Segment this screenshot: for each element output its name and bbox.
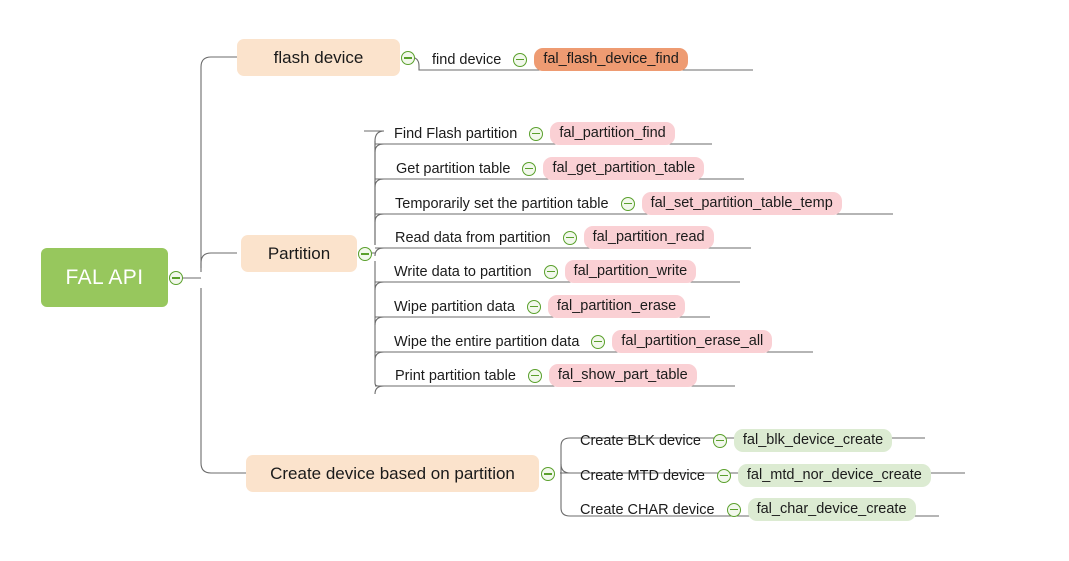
leaf-partition-erase-all-tag[interactable]: fal_partition_erase_all (612, 330, 773, 353)
leaf-partition-find-label: Find Flash partition (394, 125, 518, 142)
collapse-minus-icon-partition-erase[interactable] (526, 299, 541, 314)
leaf-char-device-create-tag[interactable]: fal_char_device_create (747, 498, 916, 521)
leaf-get-partition-table-tag[interactable]: fal_get_partition_table (543, 157, 705, 180)
collapse-minus-icon-char-device-create[interactable] (726, 502, 741, 517)
branch-node-create-device-label: Create device based on partition (270, 463, 515, 483)
leaf-show-part-table-tag[interactable]: fal_show_part_table (548, 364, 697, 387)
branch-node-flash-device[interactable]: flash device (237, 39, 400, 76)
leaf-show-part-table-label: Print partition table (395, 367, 516, 384)
root-node-label: FAL API (65, 265, 144, 289)
leaf-partition-write[interactable]: Write data to partition fal_partition_wr… (394, 260, 697, 283)
edge-root-to-partition (200, 252, 237, 272)
collapse-minus-icon-partition[interactable] (358, 247, 372, 261)
edge-partition-elbow-1 (374, 143, 385, 153)
leaf-partition-erase-tag[interactable]: fal_partition_erase (547, 295, 686, 318)
leaf-find-device-label: find device (432, 51, 502, 68)
edge-partition-elbow-8 (374, 385, 385, 395)
branch-node-partition-label: Partition (267, 243, 331, 263)
branch-node-flash-device-label: flash device (273, 47, 364, 67)
leaf-partition-erase-label: Wipe partition data (394, 298, 515, 315)
leaf-char-device-create[interactable]: Create CHAR device fal_char_device_creat… (580, 498, 916, 521)
leaf-mtd-nor-device-create-tag[interactable]: fal_mtd_nor_device_create (737, 464, 931, 487)
collapse-minus-icon-partition-find[interactable] (529, 126, 544, 141)
leaf-get-partition-table-label: Get partition table (396, 160, 511, 177)
edge-partition-elbow-6 (374, 316, 385, 326)
leaf-partition-read-tag[interactable]: fal_partition_read (583, 226, 714, 249)
collapse-minus-icon-blk-device-create[interactable] (712, 433, 727, 448)
leaf-partition-read-label: Read data from partition (395, 229, 551, 246)
leaf-blk-device-create-label: Create BLK device (580, 432, 701, 449)
leaf-set-partition-table-temp-tag[interactable]: fal_set_partition_table_temp (641, 192, 842, 215)
leaf-mtd-nor-device-create-label: Create MTD device (580, 467, 705, 484)
edge-root-to-flash-device (200, 56, 237, 268)
leaf-partition-erase-all-label: Wipe the entire partition data (394, 333, 580, 350)
collapse-minus-icon-find-device[interactable] (513, 52, 528, 67)
collapse-minus-icon-show-part-table[interactable] (527, 368, 542, 383)
leaf-set-partition-table-temp-label: Temporarily set the partition table (395, 195, 609, 212)
collapse-minus-icon-root[interactable] (169, 271, 183, 285)
leaf-set-partition-table-temp[interactable]: Temporarily set the partition table fal_… (395, 192, 842, 215)
leaf-mtd-nor-device-create[interactable]: Create MTD device fal_mtd_nor_device_cre… (580, 464, 931, 487)
collapse-minus-icon-partition-write[interactable] (543, 264, 558, 279)
leaf-blk-device-create[interactable]: Create BLK device fal_blk_device_create (580, 429, 893, 452)
leaf-partition-find[interactable]: Find Flash partition fal_partition_find (394, 122, 675, 145)
collapse-minus-icon-get-partition-table[interactable] (522, 161, 537, 176)
leaf-partition-erase[interactable]: Wipe partition data fal_partition_erase (394, 295, 686, 318)
leaf-partition-find-tag[interactable]: fal_partition_find (550, 122, 675, 145)
collapse-minus-icon-flash-device[interactable] (401, 51, 415, 65)
edge-partition-elbow-7 (374, 351, 385, 361)
branch-node-create-device[interactable]: Create device based on partition (246, 455, 539, 492)
leaf-find-device[interactable]: find device fal_flash_device_find (432, 48, 688, 71)
edge-partition-elbow-2 (374, 178, 385, 188)
edge-partition-elbow-4 (374, 247, 385, 257)
collapse-minus-icon-partition-erase-all[interactable] (591, 334, 606, 349)
leaf-partition-erase-all[interactable]: Wipe the entire partition data fal_parti… (394, 330, 773, 353)
leaf-find-device-tag[interactable]: fal_flash_device_find (534, 48, 688, 71)
leaf-blk-device-create-tag[interactable]: fal_blk_device_create (733, 429, 893, 452)
collapse-minus-icon-create-device[interactable] (541, 467, 555, 481)
leaf-show-part-table[interactable]: Print partition table fal_show_part_tabl… (395, 364, 697, 387)
leaf-get-partition-table[interactable]: Get partition table fal_get_partition_ta… (396, 157, 705, 180)
leaf-partition-read[interactable]: Read data from partition fal_partition_r… (395, 226, 714, 249)
edge-root-to-create-device (200, 288, 246, 474)
collapse-minus-icon-set-partition-table-temp[interactable] (620, 196, 635, 211)
branch-node-partition[interactable]: Partition (241, 235, 357, 272)
leaf-partition-write-tag[interactable]: fal_partition_write (564, 260, 697, 283)
edge-partition-elbow-3 (374, 213, 385, 223)
leaf-char-device-create-label: Create CHAR device (580, 501, 715, 518)
collapse-minus-icon-partition-read[interactable] (562, 230, 577, 245)
collapse-minus-icon-mtd-nor-device-create[interactable] (716, 468, 731, 483)
leaf-partition-write-label: Write data to partition (394, 263, 532, 280)
edge-partition-spine-top (364, 130, 385, 245)
root-node[interactable]: FAL API (41, 248, 168, 307)
edge-partition-spine-lower (374, 261, 379, 387)
edge-partition-elbow-5 (374, 281, 385, 291)
